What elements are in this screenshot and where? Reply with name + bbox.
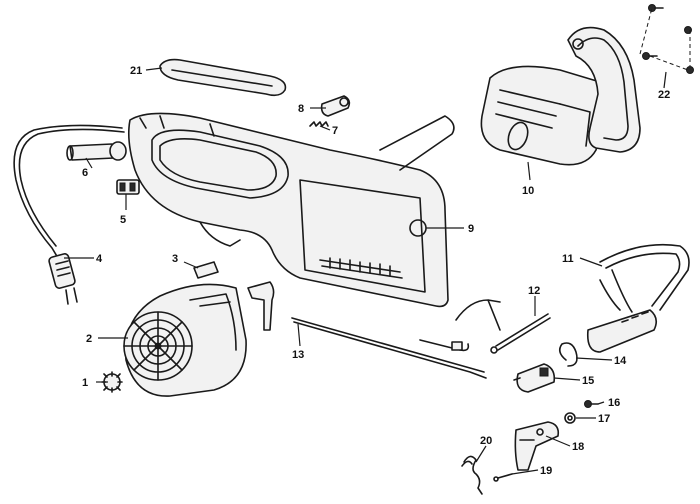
- callout-16: 16: [608, 397, 620, 409]
- part-22-rear-handle: [567, 26, 641, 153]
- part-9-main-housing: [128, 112, 455, 308]
- callout-20: 20: [480, 435, 492, 447]
- part-6-cord-sleeve: [66, 141, 127, 161]
- callout-6: 6: [82, 167, 88, 179]
- callout-9: 9: [468, 223, 474, 235]
- part-14-torsion-spring: [558, 342, 578, 367]
- part-11-front-handle: [586, 243, 690, 353]
- part-21-grip-cover: [159, 58, 287, 97]
- screw-icon: [639, 4, 694, 74]
- part-2-motor: [123, 283, 247, 397]
- callout-15: 15: [582, 375, 594, 387]
- callout-5: 5: [120, 214, 126, 226]
- callout-12: 12: [528, 285, 540, 297]
- part-3-brush-clip: [193, 261, 275, 331]
- part-18-trigger-lever: [514, 421, 560, 471]
- callout-10: 10: [522, 185, 534, 197]
- part-13-wiring-harness: [291, 317, 487, 379]
- leader-lines: [64, 67, 667, 475]
- callout-4: 4: [96, 253, 103, 265]
- callout-2: 2: [86, 333, 92, 345]
- part-16-screw: [584, 400, 599, 408]
- callout-21: 21: [130, 65, 142, 77]
- callout-labels: 1 2 3 4 5 6 7 8 9 10 11 12 13 14 15 16 1…: [82, 65, 670, 477]
- part-7-spring: [309, 121, 329, 127]
- callout-19: 19: [540, 465, 552, 477]
- part-4-power-cord: [13, 124, 125, 305]
- callout-22: 22: [658, 89, 670, 101]
- part-10-motor-cover: [480, 65, 610, 166]
- callout-17: 17: [598, 413, 610, 425]
- part-17-washer: [564, 412, 576, 424]
- part-8-lock-button: [320, 95, 351, 117]
- part-20-spring: [461, 455, 483, 495]
- callout-7: 7: [332, 125, 338, 137]
- callout-1: 1: [82, 377, 88, 389]
- callout-18: 18: [572, 441, 584, 453]
- callout-11: 11: [562, 253, 574, 265]
- part-12-switch-link: [455, 299, 551, 354]
- part-19-pin: [493, 473, 513, 482]
- part-5-terminal-block: [116, 179, 140, 195]
- callout-13: 13: [292, 349, 304, 361]
- callout-14: 14: [614, 355, 627, 367]
- part-15-switch: [513, 363, 556, 393]
- callout-8: 8: [298, 103, 304, 115]
- callout-3: 3: [172, 253, 178, 265]
